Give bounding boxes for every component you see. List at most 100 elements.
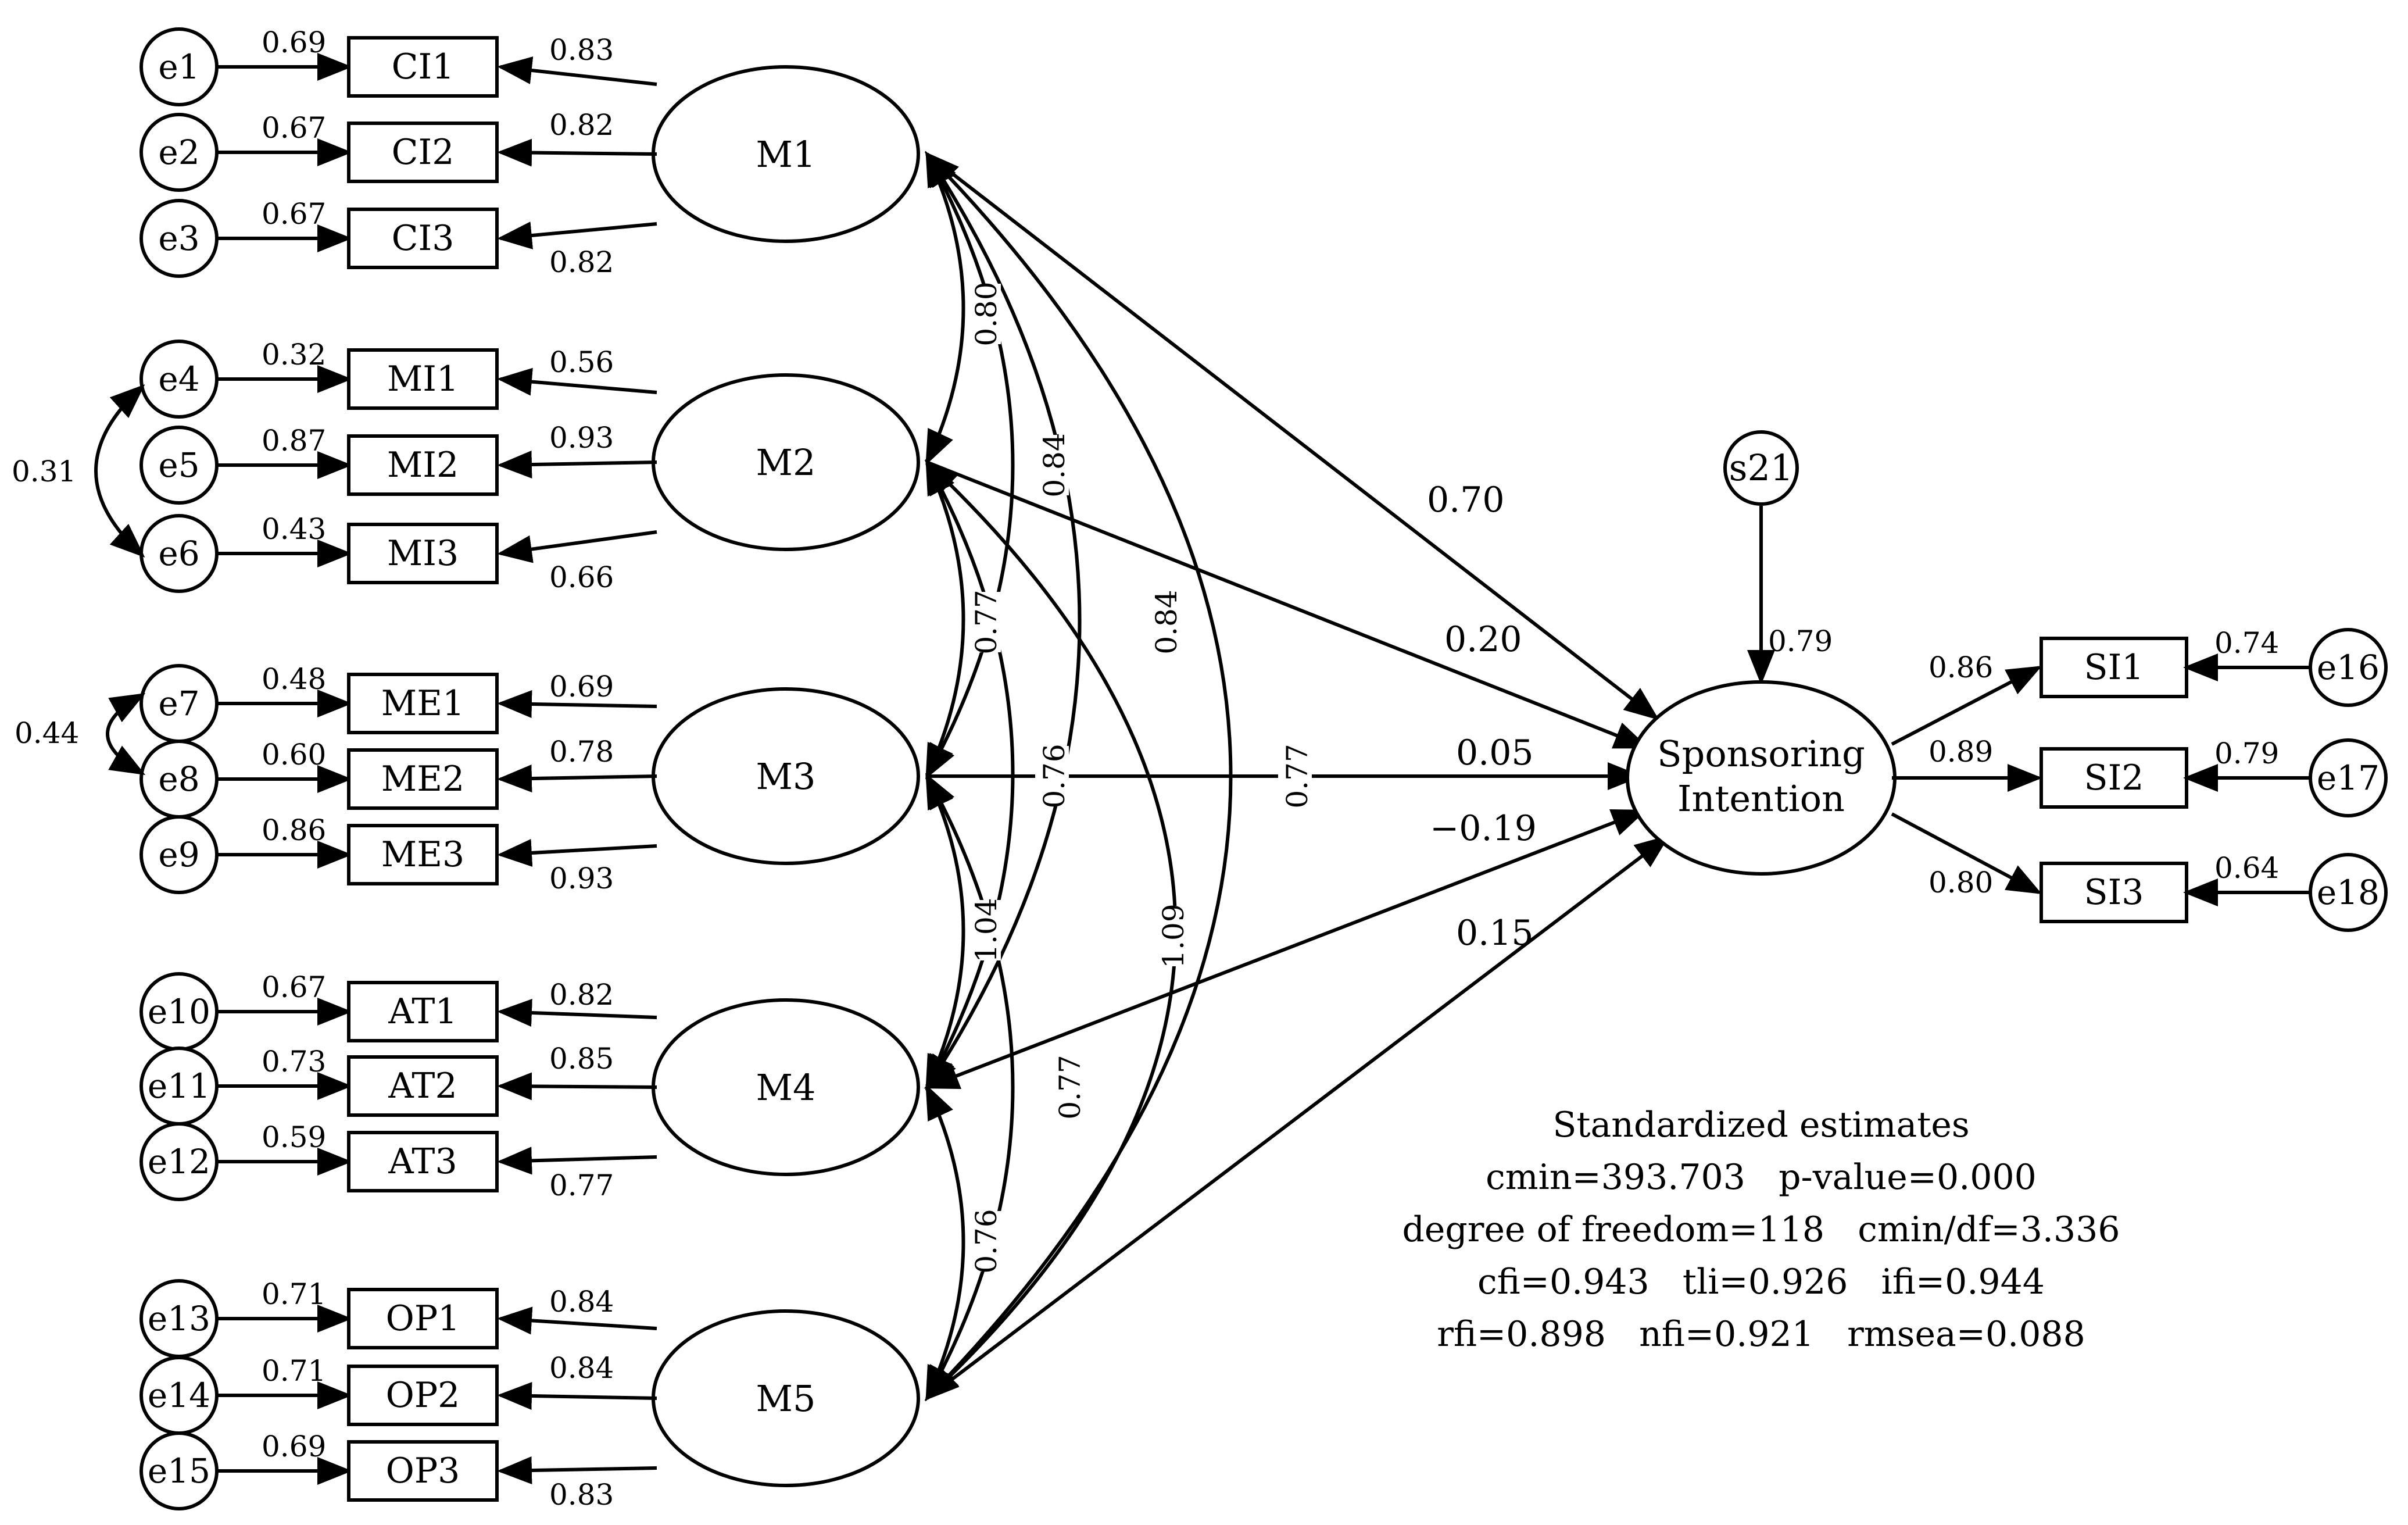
loading-op2-label: 0.84 <box>549 1351 614 1385</box>
corr-m1-m4: 0.84 <box>1150 590 1183 654</box>
path-label-m1: 0.70 <box>1427 480 1505 520</box>
item-me2-label: ME2 <box>381 759 464 799</box>
loading-ci1 <box>497 56 657 86</box>
error-e7-label: e7 <box>158 684 199 723</box>
error-path-e12-label: 0.59 <box>262 1120 326 1154</box>
loading-op3-label: 0.83 <box>549 1478 614 1512</box>
corr-m3-m5: 0.77 <box>1053 1055 1087 1119</box>
corr-m2-m4: 0.76 <box>1037 744 1071 808</box>
error-e18-label: e18 <box>2317 873 2380 912</box>
item-op2 <box>347 1365 499 1426</box>
loading-at3-label: 0.77 <box>549 1169 614 1202</box>
item-ci2 <box>347 122 499 183</box>
path-m1-si <box>926 152 1659 720</box>
item-ci3 <box>347 208 499 269</box>
item-ci1 <box>347 36 499 98</box>
error-path-e11-label: 0.73 <box>262 1045 326 1078</box>
latent-variables: M1 M2 M3 M4 M5 Sponsoring Intention s21 <box>652 65 1897 1487</box>
latent-si-label-line2: Intention <box>1677 777 1845 820</box>
item-at2 <box>347 1055 499 1117</box>
item-me1 <box>347 673 499 734</box>
stats-line3: cfi=0.943 tli=0.926 ifi=0.944 <box>1477 1262 2045 1302</box>
path-label-m3: 0.05 <box>1456 733 1534 773</box>
error-path-e4-label: 0.32 <box>262 338 326 372</box>
item-op1-label: OP1 <box>386 1298 460 1339</box>
corr-m3-m4: 1.04 <box>969 898 1003 962</box>
error-path-e7-label: 0.48 <box>262 662 326 696</box>
loading-at3 <box>497 1147 657 1175</box>
loading-mi2-label: 0.93 <box>549 421 614 455</box>
path-label-m5: 0.15 <box>1456 913 1534 953</box>
loading-op1-label: 0.84 <box>549 1285 614 1319</box>
error-path-e18-label: 0.64 <box>2214 851 2279 885</box>
error-e8-label: e8 <box>158 759 199 799</box>
error-e17-label: e17 <box>2317 758 2380 798</box>
error-e9-label: e9 <box>158 835 199 874</box>
residual-s21-label: s21 <box>1729 447 1794 489</box>
stats-line1: cmin=393.703 p-value=0.000 <box>1486 1157 2037 1198</box>
item-mi2-label: MI2 <box>387 445 459 485</box>
loading-at2 <box>497 1072 657 1101</box>
arc-m2-m3 <box>925 459 965 780</box>
error-e3-label: e3 <box>158 219 199 258</box>
loading-mi3-label: 0.66 <box>549 560 614 594</box>
error-path-e6-label: 0.43 <box>262 512 326 546</box>
item-at1 <box>347 981 499 1042</box>
corr-m2-m3: 0.77 <box>969 590 1003 654</box>
error-path-e13-label: 0.71 <box>262 1277 326 1311</box>
path-m4-si <box>924 809 1647 1089</box>
loading-ci3-label: 0.82 <box>549 245 614 279</box>
arc-m4-m5 <box>925 1084 965 1402</box>
item-at1-label: AT1 <box>388 991 457 1032</box>
error-covariances: 0.31 0.44 <box>12 384 146 775</box>
loading-me2 <box>497 765 657 792</box>
error-e4-label: e4 <box>158 359 199 399</box>
fit-statistics: Standardized estimates cmin=393.703 p-va… <box>1402 1105 2120 1355</box>
error-e12-label: e12 <box>148 1142 210 1181</box>
latent-m4-label: M4 <box>756 1066 816 1109</box>
loading-ci2 <box>497 138 657 167</box>
item-si3-label: SI3 <box>2084 872 2144 913</box>
loading-ci3 <box>497 222 657 249</box>
item-mi2 <box>347 434 499 496</box>
arc-m1-m2 <box>925 151 965 466</box>
loading-op3 <box>497 1456 657 1484</box>
latent-si-label-line1: Sponsoring <box>1657 733 1865 775</box>
error-path-e15-label: 0.69 <box>262 1430 326 1463</box>
item-me3-label: ME3 <box>381 834 464 875</box>
error-e10-label: e10 <box>148 992 210 1031</box>
loading-mi1 <box>497 367 657 396</box>
error-e6-label: e6 <box>158 534 199 573</box>
item-mi3 <box>347 523 499 584</box>
error-path-e14-label: 0.71 <box>262 1354 326 1388</box>
loading-me3 <box>497 839 657 867</box>
error-path-e16-label: 0.74 <box>2214 626 2279 660</box>
loading-at1 <box>497 999 657 1027</box>
item-at2-label: AT2 <box>388 1066 457 1106</box>
loading-si3-label: 0.80 <box>1928 866 1993 899</box>
error-path-e9-label: 0.86 <box>262 813 326 847</box>
error-path-e17-label: 0.79 <box>2214 737 2279 770</box>
path-m2-si <box>926 460 1650 749</box>
loading-mi1-label: 0.56 <box>549 345 614 379</box>
item-si1-label: SI1 <box>2084 647 2144 688</box>
item-mi1 <box>347 348 499 410</box>
error-e15-label: e15 <box>148 1451 210 1491</box>
error-e1-label: e1 <box>158 47 199 87</box>
corr-m2-m5: 1.09 <box>1157 903 1190 968</box>
item-ci2-label: CI2 <box>392 132 455 173</box>
error-e16-label: e16 <box>2317 648 2380 687</box>
arc-m1-m3 <box>925 151 1015 780</box>
loading-si2-label: 0.89 <box>1928 735 1993 769</box>
item-op1 <box>347 1288 499 1349</box>
cov-e4-e6-label: 0.31 <box>12 455 76 488</box>
loading-mi3 <box>497 530 657 563</box>
error-e5-label: e5 <box>158 445 199 485</box>
arc-m3-m5 <box>925 773 1015 1402</box>
error-path-e1-label: 0.69 <box>262 26 326 59</box>
item-mi1-label: MI1 <box>387 359 459 399</box>
cov-e7-e8-label: 0.44 <box>15 716 79 750</box>
error-e2-label: e2 <box>158 133 199 172</box>
